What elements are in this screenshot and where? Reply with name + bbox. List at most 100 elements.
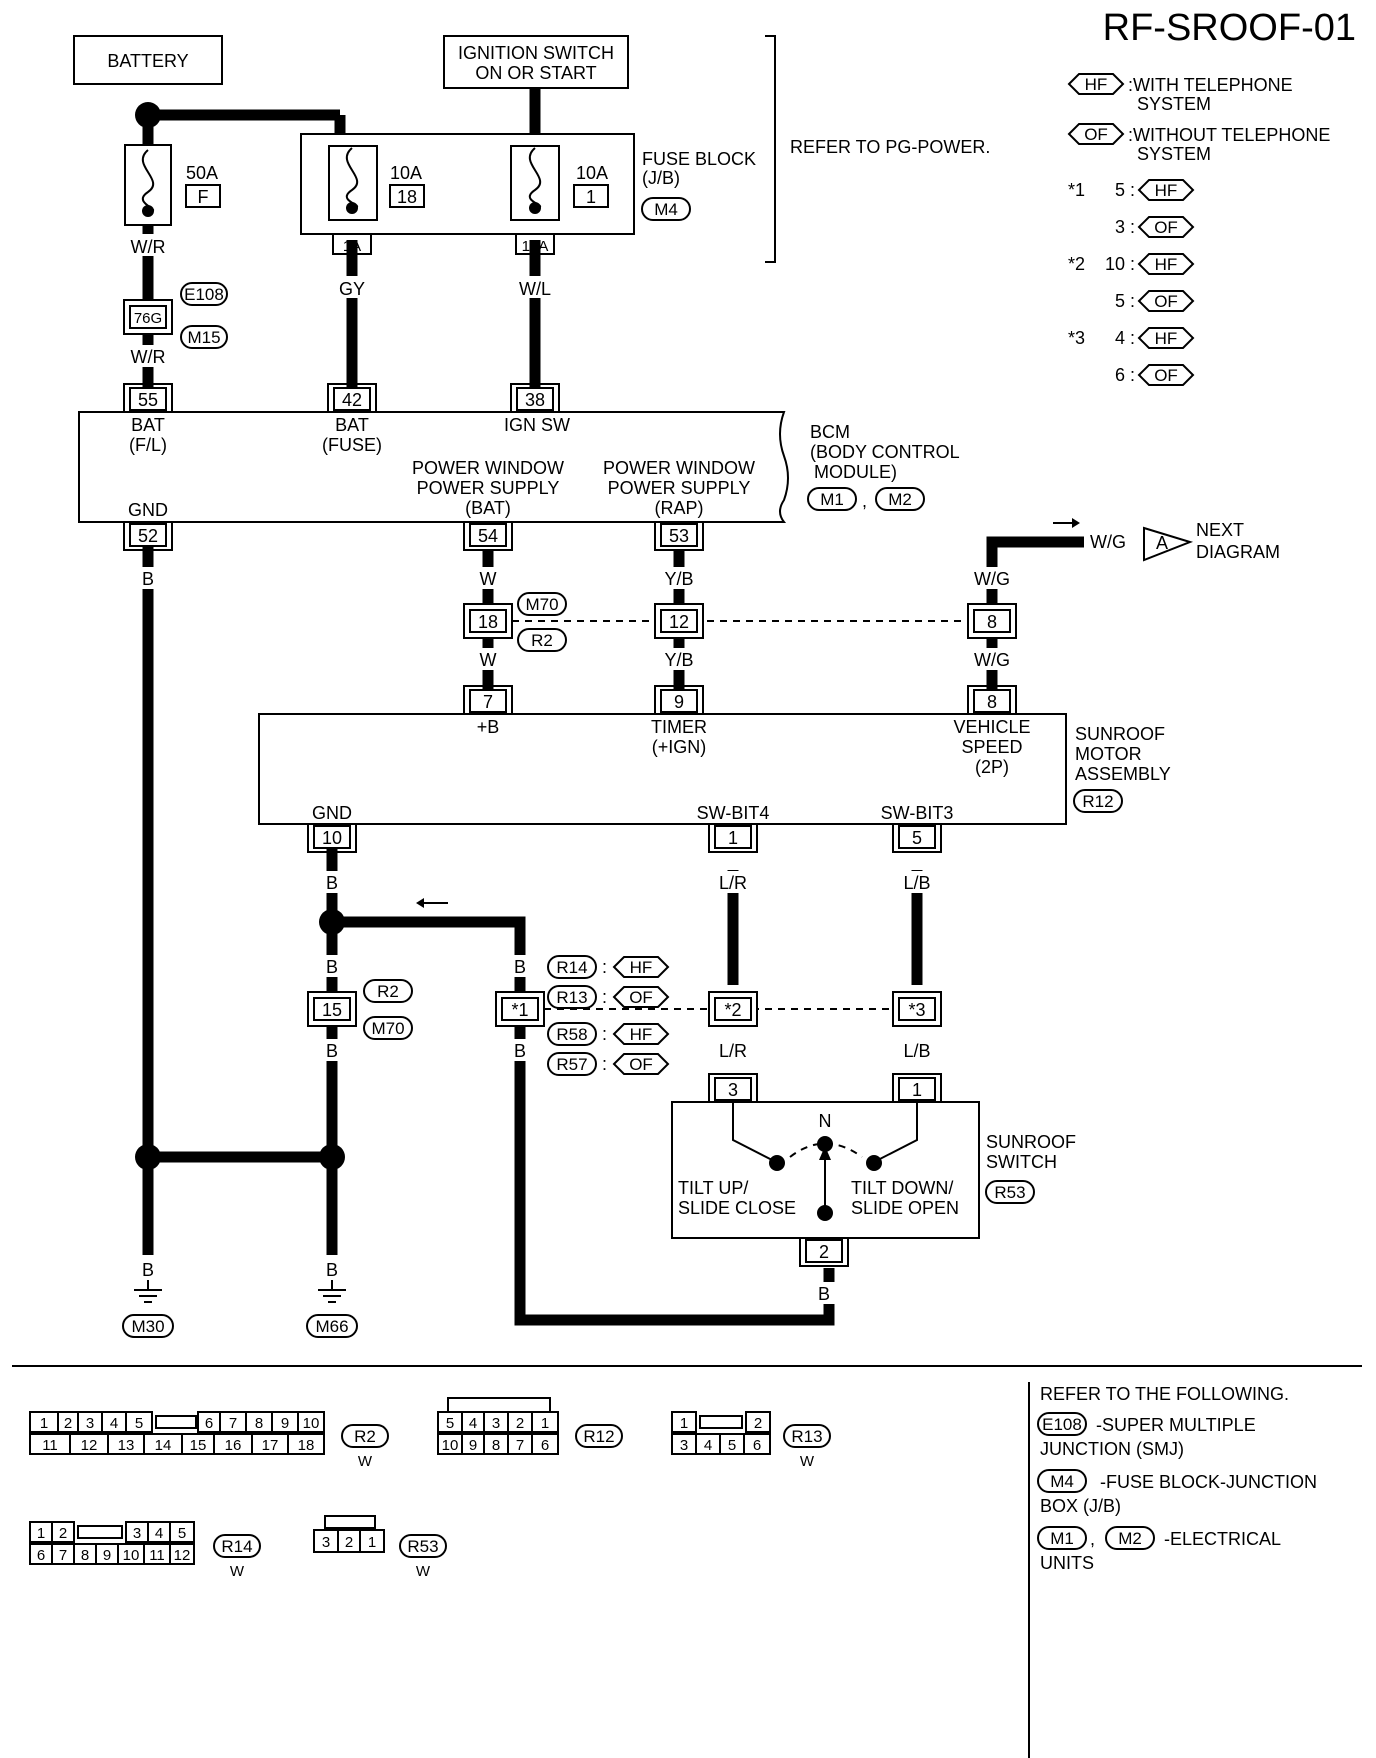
svg-text:M4: M4 <box>1050 1472 1074 1491</box>
svg-text:12: 12 <box>81 1437 98 1454</box>
svg-text:5: 5 <box>446 1415 454 1432</box>
svg-text:8: 8 <box>255 1415 263 1432</box>
wire-color-label: L/R <box>719 1041 747 1061</box>
of-legend-text: :WITHOUT TELEPHONE <box>1128 125 1330 145</box>
svg-text:M1: M1 <box>1050 1529 1074 1548</box>
svg-text:M2: M2 <box>1118 1529 1142 1548</box>
svg-text:3: 3 <box>322 1534 330 1551</box>
wire-color-label: B <box>326 873 338 893</box>
svg-text:R13: R13 <box>791 1427 822 1446</box>
svg-text:POWER SUPPLY: POWER SUPPLY <box>417 478 560 498</box>
svg-text:IGN SW: IGN SW <box>504 415 570 435</box>
hf-symbol <box>1067 73 1125 95</box>
battery-label: BATTERY <box>107 51 188 71</box>
svg-text:R57: R57 <box>556 1055 587 1074</box>
svg-text:54: 54 <box>478 526 498 546</box>
svg-text:HF: HF <box>630 1025 653 1044</box>
svg-text:OF: OF <box>629 988 653 1007</box>
svg-text:*1: *1 <box>1068 180 1085 200</box>
joint-connector-76g: 76G E108 M15 <box>123 282 228 349</box>
connector-m30: M30 <box>131 1317 164 1336</box>
svg-text:50A: 50A <box>186 163 218 183</box>
wire-color-label: W/R <box>131 237 166 257</box>
svg-text:4: 4 <box>704 1437 712 1454</box>
svg-text:10: 10 <box>442 1437 459 1454</box>
svg-text:*2: *2 <box>1068 254 1085 274</box>
svg-text:W/G: W/G <box>1090 532 1126 552</box>
svg-text:R53: R53 <box>407 1537 438 1556</box>
legend-row: 6 : OF <box>1115 364 1195 386</box>
connector-m66: M66 <box>315 1317 348 1336</box>
svg-text:N: N <box>819 1111 832 1131</box>
legend: HF :WITH TELEPHONE SYSTEM OF :WITHOUT TE… <box>1067 73 1330 386</box>
joint-connector-r13-r14-r57-r58: *1 *2 *3 R14 : HF R13 : OF R58 : HF <box>495 955 942 1076</box>
legend-row: *3 4 : HF <box>1068 327 1195 349</box>
svg-text:BAT: BAT <box>335 415 369 435</box>
svg-text:BOX (J/B): BOX (J/B) <box>1040 1496 1121 1516</box>
svg-text:1: 1 <box>40 1415 48 1432</box>
svg-text:(J/B): (J/B) <box>642 168 680 188</box>
wire-color-label: Y/B <box>664 650 693 670</box>
svg-text:1: 1 <box>37 1525 45 1542</box>
svg-text:+B: +B <box>477 717 500 737</box>
svg-text:6: 6 <box>753 1437 761 1454</box>
wire-color-label: B <box>514 957 526 977</box>
svg-text:38: 38 <box>525 390 545 410</box>
svg-text:5: 5 <box>135 1415 143 1432</box>
svg-text:9: 9 <box>469 1437 477 1454</box>
svg-text:12: 12 <box>174 1547 191 1564</box>
svg-text:10A: 10A <box>390 163 422 183</box>
svg-text:(+IGN): (+IGN) <box>652 737 707 757</box>
svg-text:3: 3 <box>133 1525 141 1542</box>
connector-m70: M70 <box>371 1019 404 1038</box>
svg-text:GND: GND <box>128 500 168 520</box>
svg-text:1A: 1A <box>343 238 361 255</box>
svg-text:-FUSE BLOCK-JUNCTION: -FUSE BLOCK-JUNCTION <box>1100 1472 1317 1492</box>
svg-text:(BAT): (BAT) <box>465 498 511 518</box>
svg-text:OF: OF <box>1154 366 1178 385</box>
svg-text:10A: 10A <box>576 163 608 183</box>
svg-text:ASSEMBLY: ASSEMBLY <box>1075 764 1171 784</box>
svg-text:15: 15 <box>322 1000 342 1020</box>
svg-text:8: 8 <box>987 692 997 712</box>
svg-text:SW-BIT4: SW-BIT4 <box>697 803 770 823</box>
bcm: 55 42 38 BAT (F/L) BAT (FUSE) IGN SW POW… <box>78 383 960 551</box>
connector-face-r14: 1 2 3 4 5 6 7 8 9 10 11 12 R14 W <box>29 1521 261 1580</box>
svg-text:76G: 76G <box>134 310 162 327</box>
svg-text:10: 10 <box>303 1415 320 1432</box>
svg-text:4: 4 <box>469 1415 477 1432</box>
svg-text:R14: R14 <box>221 1537 252 1556</box>
svg-text:53: 53 <box>669 526 689 546</box>
svg-text:HF: HF <box>1155 255 1178 274</box>
svg-text:W: W <box>358 1453 373 1470</box>
svg-text:POWER WINDOW: POWER WINDOW <box>603 458 755 478</box>
refer-to-following: REFER TO THE FOLLOWING. E108 -SUPER MULT… <box>1037 1384 1317 1573</box>
wire-color-label: B <box>818 1284 830 1304</box>
svg-text:HF: HF <box>1155 329 1178 348</box>
connector-r12: R12 <box>1082 792 1113 811</box>
svg-text:6: 6 <box>205 1415 213 1432</box>
svg-text:7: 7 <box>229 1415 237 1432</box>
svg-text:2: 2 <box>754 1415 762 1432</box>
svg-text:6 :: 6 : <box>1115 365 1135 385</box>
svg-text:4 :: 4 : <box>1115 328 1135 348</box>
connector-m15: M15 <box>187 328 220 347</box>
wire-color-label: B <box>142 569 154 589</box>
svg-text:,: , <box>862 491 867 511</box>
joint-connector-m70-r2: 18 12 8 M70 R2 <box>463 592 1017 652</box>
svg-text:W: W <box>230 1563 245 1580</box>
fuse-block-label: FUSE BLOCK <box>642 149 756 169</box>
connector-face-r53: 3 2 1 R53 W <box>313 1515 447 1580</box>
svg-text:55: 55 <box>138 390 158 410</box>
svg-text:1: 1 <box>680 1415 688 1432</box>
svg-text:17: 17 <box>262 1437 279 1454</box>
connector-r2: R2 <box>377 982 399 1001</box>
sunroof-motor-assembly: 7 9 8 +B TIMER (+IGN) VEHICLE SPEED (2P)… <box>258 685 1171 853</box>
svg-text:MODULE): MODULE) <box>814 462 897 482</box>
connector-face-r13: 1 2 3 4 5 6 R13 W <box>671 1411 831 1470</box>
svg-text:11: 11 <box>42 1437 58 1454</box>
wire-color-label: Y/B <box>664 569 693 589</box>
svg-text::: : <box>602 957 607 977</box>
of-legend-text-2: SYSTEM <box>1137 144 1211 164</box>
diagram-title: RF-SROOF-01 <box>1103 7 1356 49</box>
